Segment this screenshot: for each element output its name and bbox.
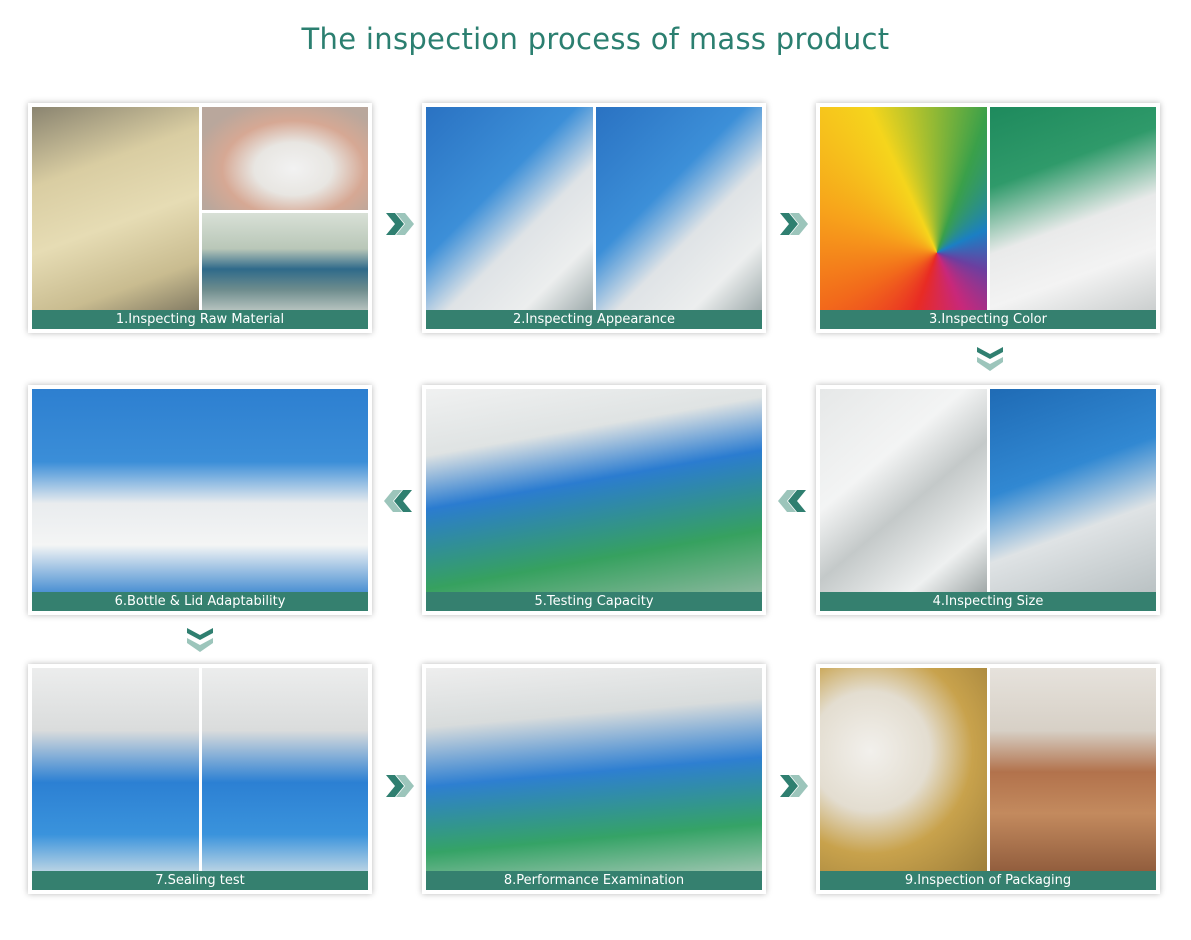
- bottle-lid-photo: [32, 389, 368, 597]
- step-card-5: 5.Testing Capacity: [422, 385, 766, 615]
- step-caption-3: 3.Inspecting Color: [820, 310, 1156, 329]
- step-caption-1: 1.Inspecting Raw Material: [32, 310, 368, 329]
- appearance-photo-2: [595, 107, 762, 315]
- step-caption-2: 2.Inspecting Appearance: [426, 310, 762, 329]
- double-chevron-down-icon: [185, 627, 215, 653]
- caliper-photo-2: [989, 389, 1156, 597]
- appearance-photo-1: [426, 107, 593, 315]
- double-chevron-right-icon: [384, 211, 414, 237]
- raw-material-bags-photo: [32, 107, 199, 315]
- double-chevron-left-icon: [384, 488, 414, 514]
- double-chevron-right-icon: [778, 211, 808, 237]
- step-caption-5: 5.Testing Capacity: [426, 592, 762, 611]
- double-chevron-right-icon: [778, 773, 808, 799]
- step-card-6: 6.Bottle & Lid Adaptability: [28, 385, 372, 615]
- laboratory-photo: [201, 212, 368, 315]
- color-inspection-photo: [989, 107, 1156, 315]
- step-card-7: 7.Sealing test: [28, 664, 372, 894]
- step-caption-4: 4.Inspecting Size: [820, 592, 1156, 611]
- step-card-9: 9.Inspection of Packaging: [816, 664, 1160, 894]
- plastic-pellets-photo: [201, 107, 368, 210]
- step-card-8: 8.Performance Examination: [422, 664, 766, 894]
- page-title: The inspection process of mass product: [301, 22, 890, 56]
- double-chevron-right-icon: [384, 773, 414, 799]
- step-card-1: 1.Inspecting Raw Material: [28, 103, 372, 333]
- step-card-2: 2.Inspecting Appearance: [422, 103, 766, 333]
- caliper-photo-1: [820, 389, 987, 597]
- step-card-4: 4.Inspecting Size: [816, 385, 1160, 615]
- sealing-photo-2: [201, 668, 368, 876]
- step-caption-7: 7.Sealing test: [32, 871, 368, 890]
- step-caption-9: 9.Inspection of Packaging: [820, 871, 1156, 890]
- warehouse-boxes-photo: [989, 668, 1156, 876]
- performance-photo: [426, 668, 762, 876]
- step-caption-8: 8.Performance Examination: [426, 871, 762, 890]
- double-chevron-down-icon: [975, 346, 1005, 372]
- step-card-3: 3.Inspecting Color: [816, 103, 1160, 333]
- double-chevron-left-icon: [778, 488, 808, 514]
- sealing-photo-1: [32, 668, 199, 876]
- step-caption-6: 6.Bottle & Lid Adaptability: [32, 592, 368, 611]
- packaged-caps-photo: [820, 668, 987, 876]
- capacity-photo: [426, 389, 762, 597]
- color-swatch-photo: [820, 107, 987, 315]
